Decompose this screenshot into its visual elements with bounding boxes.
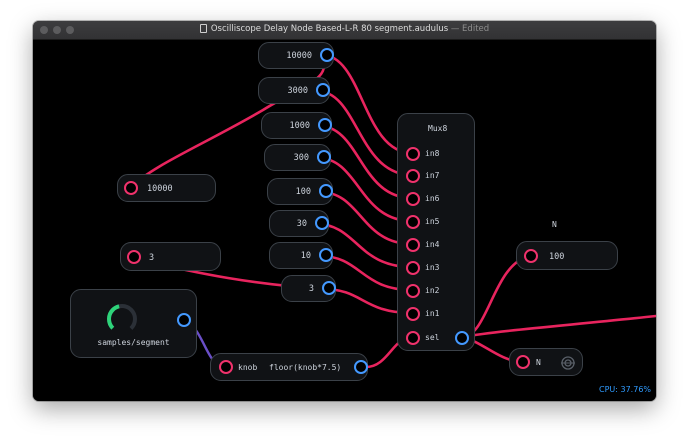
n-output-node[interactable]: N xyxy=(509,348,583,376)
window-title: Oscilliscope Delay Node Based-L-R 80 seg… xyxy=(33,24,656,34)
mux-port-in1[interactable] xyxy=(406,307,420,321)
constant-value: 100 xyxy=(295,187,311,197)
expression-node[interactable]: knob floor(knob*7.5) xyxy=(210,353,368,381)
output-port[interactable] xyxy=(319,184,333,198)
title-bar: Oscilliscope Delay Node Based-L-R 80 seg… xyxy=(33,21,656,40)
output-port[interactable] xyxy=(317,150,331,164)
window-title-text: Oscilliscope Delay Node Based-L-R 80 seg… xyxy=(210,24,449,34)
cpu-meter: CPU: 37.76% xyxy=(599,385,652,394)
target-icon xyxy=(561,356,575,370)
output-port[interactable] xyxy=(315,216,329,230)
input-port[interactable] xyxy=(516,355,530,369)
minimize-button[interactable] xyxy=(53,26,61,34)
constant-node-1000[interactable]: 1000 xyxy=(261,112,332,139)
constant-value: 10 xyxy=(300,251,311,261)
output-port[interactable] xyxy=(322,281,336,295)
wire-10000-to-left-input xyxy=(128,53,326,190)
constant-node-3[interactable]: 3 xyxy=(281,275,336,302)
knob-level-arc xyxy=(107,304,137,334)
patch-canvas[interactable]: 10000 3000 1000 300 100 30 10 3 xyxy=(33,40,656,401)
output-port[interactable] xyxy=(319,248,333,262)
input-port[interactable] xyxy=(219,360,233,374)
input-node-3[interactable]: 3 xyxy=(120,242,221,271)
mux-port-in4[interactable] xyxy=(406,238,420,252)
n-output-label: N xyxy=(536,358,541,367)
mux-port-in5[interactable] xyxy=(406,215,420,229)
constant-value: 3000 xyxy=(287,86,308,96)
wire-sel-offscreen xyxy=(460,314,656,339)
constant-node-10[interactable]: 10 xyxy=(269,242,333,269)
output-port[interactable] xyxy=(320,48,334,62)
mux-port-in8[interactable] xyxy=(406,147,420,161)
constant-node-30[interactable]: 30 xyxy=(269,210,329,237)
mux8-node[interactable]: Mux8 in8 in7 in6 in5 in4 in3 in2 in1 sel xyxy=(397,113,475,351)
n-value-node[interactable]: 100 xyxy=(516,241,618,270)
input-value: 10000 xyxy=(147,184,173,194)
mux-port-label: in1 xyxy=(425,309,440,318)
mux-port-label: in7 xyxy=(425,171,440,180)
mux-port-label: in8 xyxy=(425,149,440,158)
mux-port-in7[interactable] xyxy=(406,169,420,183)
output-port[interactable] xyxy=(318,118,332,132)
edited-indicator: — Edited xyxy=(450,24,490,34)
knob-dial[interactable] xyxy=(104,301,140,337)
constant-value: 1000 xyxy=(289,121,310,131)
mux-port-label: sel xyxy=(425,333,440,342)
knob-node[interactable]: samples/segment xyxy=(70,289,197,358)
constant-node-10000[interactable]: 10000 xyxy=(258,42,334,69)
mux-title: Mux8 xyxy=(428,124,448,133)
mux-output-port[interactable] xyxy=(455,331,469,345)
constant-value: 3 xyxy=(308,284,314,294)
mux-port-label: in2 xyxy=(425,286,440,295)
n-node-title: N xyxy=(552,220,557,229)
mux-port-label: in6 xyxy=(425,194,440,203)
constant-value: 30 xyxy=(296,219,307,229)
constant-node-300[interactable]: 300 xyxy=(264,144,331,171)
constant-value: 300 xyxy=(293,153,309,163)
n-value: 100 xyxy=(549,252,565,262)
constant-value: 10000 xyxy=(286,51,312,61)
input-port[interactable] xyxy=(124,181,138,195)
wire-3000-to-in7 xyxy=(315,89,414,177)
input-node-10000[interactable]: 10000 xyxy=(117,174,216,202)
mux-port-label: in3 xyxy=(425,263,440,272)
mux-port-label: in5 xyxy=(425,217,440,226)
expression-input-label: knob xyxy=(238,363,258,372)
constant-node-3000[interactable]: 3000 xyxy=(258,77,330,104)
input-value: 3 xyxy=(149,253,155,263)
expression-formula: floor(knob*7.5) xyxy=(269,363,342,372)
mux-port-in2[interactable] xyxy=(406,284,420,298)
constant-node-100[interactable]: 100 xyxy=(267,178,333,205)
knob-label: samples/segment xyxy=(97,338,170,347)
mux-port-in6[interactable] xyxy=(406,192,420,206)
mux-port-label: in4 xyxy=(425,240,440,249)
output-port[interactable] xyxy=(316,83,330,97)
app-window: Oscilliscope Delay Node Based-L-R 80 seg… xyxy=(33,21,656,401)
input-port[interactable] xyxy=(127,250,141,264)
output-port[interactable] xyxy=(354,360,368,374)
close-button[interactable] xyxy=(40,26,48,34)
document-icon xyxy=(199,24,207,33)
wire-10000-to-in8 xyxy=(320,53,414,155)
mux-port-in3[interactable] xyxy=(406,261,420,275)
knob-output-port[interactable] xyxy=(177,313,191,327)
input-port[interactable] xyxy=(524,249,538,263)
zoom-button[interactable] xyxy=(66,26,74,34)
mux-port-sel[interactable] xyxy=(406,331,420,345)
